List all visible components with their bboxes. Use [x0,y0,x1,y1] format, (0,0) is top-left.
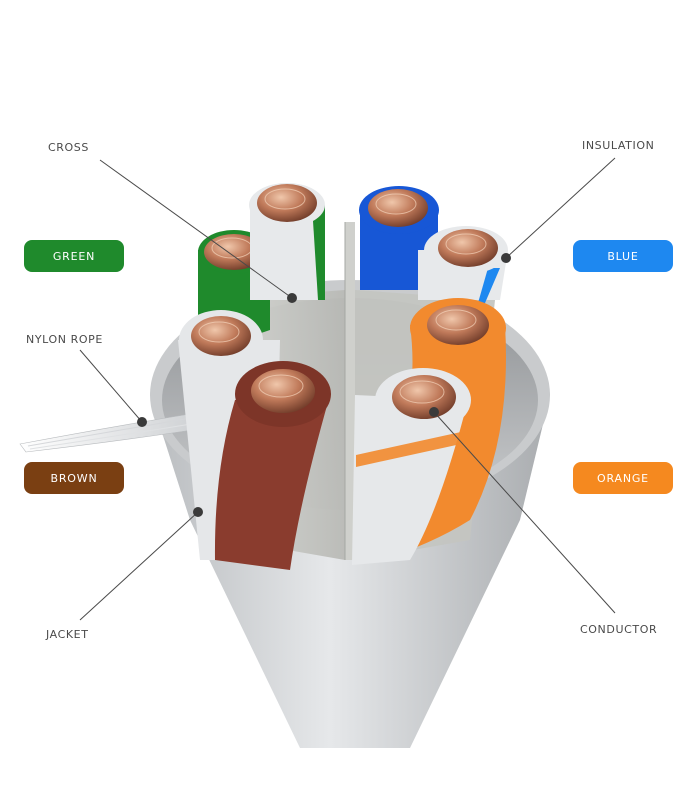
pill-blue: BLUE [573,240,673,272]
leader-dot-insulation [501,253,511,263]
label-jacket: JACKET [46,628,89,641]
leader-dot-nylon-rope [137,417,147,427]
wire-blue-white [418,226,508,310]
wire-brown-solid [214,361,331,570]
label-nylon-rope: NYLON ROPE [26,333,103,346]
leader-dots [137,253,511,517]
leader-dot-jacket [193,507,203,517]
pill-brown: BROWN [24,462,124,494]
label-insulation: INSULATION [582,139,655,152]
leader-jacket [79,511,199,621]
leader-cross [99,159,293,299]
pill-green: GREEN [24,240,124,272]
leader-dot-conductor [429,407,439,417]
leader-dot-cross [287,293,297,303]
leader-lines [79,157,616,621]
pill-orange: ORANGE [573,462,673,494]
leader-nylon-rope [79,349,143,423]
label-cross: CROSS [48,141,89,154]
leader-insulation [505,157,616,259]
wire-orange-white [352,368,471,565]
wire-green-white [249,183,325,300]
label-conductor: CONDUCTOR [580,623,658,636]
leader-conductor [433,411,616,614]
